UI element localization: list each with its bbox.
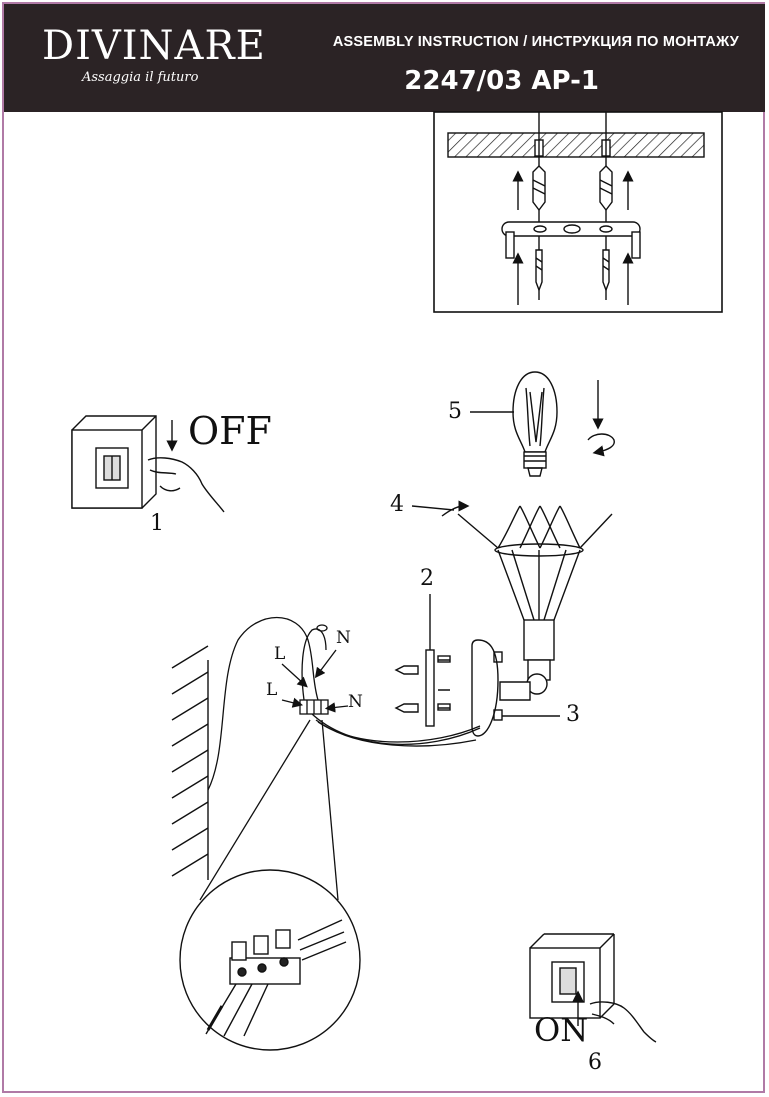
step-5-number: 5 <box>448 399 462 424</box>
wire-label-l-upper: L <box>274 644 286 664</box>
wire-label-n-upper: N <box>336 628 351 648</box>
switch-on-illustration <box>529 933 657 1043</box>
step-1-number: 1 <box>150 511 164 536</box>
cage-shade <box>411 500 613 621</box>
switch-on-label: ON <box>534 1011 589 1049</box>
wire-label-l-lower: L <box>266 680 278 700</box>
terminal-detail-circle <box>179 869 361 1051</box>
step-4-number: 4 <box>390 492 404 517</box>
brand-tagline: Assaggia il futuro <box>82 70 199 85</box>
step-2-number: 2 <box>420 566 434 591</box>
switch-off-illustration <box>71 415 225 513</box>
instruction-title: ASSEMBLY INSTRUCTION / ИНСТРУКЦИЯ ПО МОН… <box>332 34 739 50</box>
mounting-bracket <box>394 594 451 727</box>
switch-off-label: OFF <box>188 409 272 453</box>
wall-lamp-body <box>471 619 560 737</box>
step-6-number: 6 <box>588 1050 602 1075</box>
model-number: 2247/03 AP-1 <box>404 66 599 96</box>
step-3-number: 3 <box>566 702 580 727</box>
brand-logo: DIVINARE <box>42 23 266 69</box>
mounting-inset <box>433 111 723 313</box>
wire-label-n-lower: N <box>348 692 363 712</box>
header-bar: DIVINARE Assaggia il futuro ASSEMBLY INS… <box>4 4 765 112</box>
wall-hatch <box>171 645 209 880</box>
wiring <box>199 617 481 901</box>
bulb-illustration <box>470 371 615 477</box>
